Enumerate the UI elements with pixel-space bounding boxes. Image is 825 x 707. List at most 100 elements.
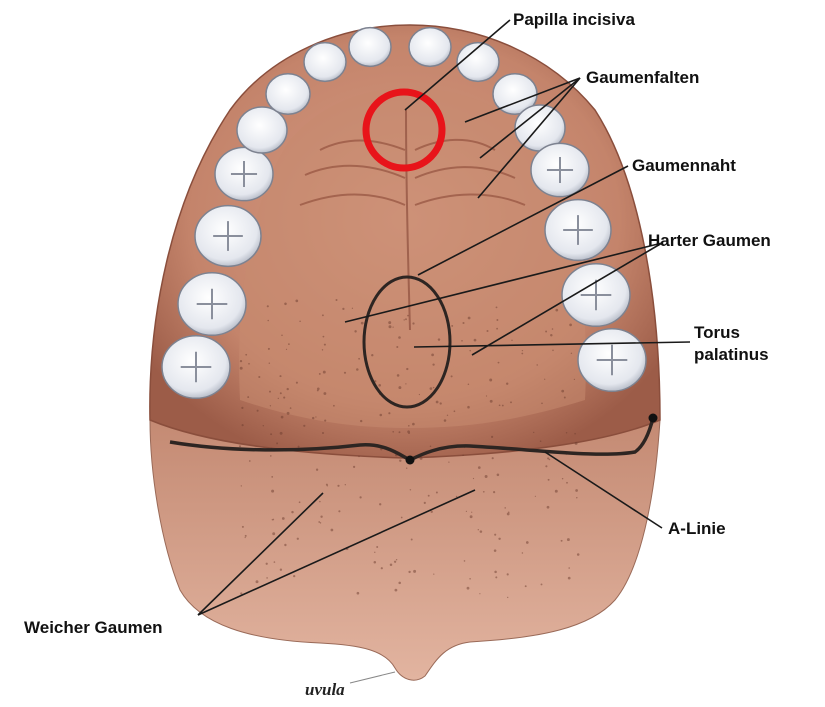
stipple-dot (371, 354, 373, 356)
stipple-dot (575, 442, 578, 445)
stipple-dot (430, 511, 432, 513)
stipple-dot (574, 379, 575, 380)
stipple-dot (269, 362, 270, 363)
stipple-dot (284, 544, 286, 546)
stipple-dot (571, 353, 572, 354)
stipple-dot (405, 383, 406, 384)
stipple-dot (502, 405, 504, 407)
stipple-dot (335, 299, 337, 301)
stipple-dot (284, 303, 287, 306)
stipple-dot (533, 432, 534, 433)
stipple-dot (464, 560, 466, 562)
stipple-dot (424, 502, 426, 504)
stipple-dot (315, 416, 316, 417)
tooth (266, 74, 310, 114)
label-a-linie: A-Linie (668, 518, 726, 539)
stipple-dot (263, 425, 264, 426)
stipple-dot (430, 445, 432, 447)
stipple-dot (399, 459, 401, 461)
label-torus: Torus (694, 322, 740, 343)
tooth (349, 28, 391, 67)
stipple-dot (323, 392, 326, 395)
stipple-dot (398, 336, 401, 339)
stipple-dot (474, 339, 477, 342)
label-gaumennaht: Gaumennaht (632, 155, 736, 176)
stipple-dot (564, 397, 566, 399)
stipple-dot (270, 455, 272, 457)
stipple-dot (319, 373, 321, 375)
stipple-dot (406, 368, 408, 370)
stipple-dot (536, 364, 537, 365)
stipple-dot (467, 587, 470, 590)
stipple-dot (280, 432, 283, 435)
stipple-dot (388, 412, 390, 414)
stipple-dot (378, 384, 381, 387)
stipple-dot (312, 417, 314, 419)
stipple-dot (287, 388, 289, 390)
stipple-dot (521, 353, 523, 355)
stipple-dot (327, 485, 328, 486)
stipple-dot (296, 382, 298, 384)
stipple-dot (324, 344, 326, 346)
stipple-dot (486, 395, 487, 396)
stipple-dot (388, 321, 391, 324)
stipple-dot (548, 479, 550, 481)
label-papilla-incisiva: Papilla incisiva (513, 9, 635, 30)
stipple-dot (496, 328, 498, 330)
stipple-dot (499, 404, 501, 406)
stipple-dot (354, 330, 356, 332)
stipple-dot (489, 379, 492, 382)
stipple-dot (406, 468, 407, 469)
stipple-dot (374, 561, 377, 564)
stipple-dot (353, 466, 355, 468)
stipple-dot (276, 442, 278, 444)
stipple-dot (451, 325, 453, 327)
stipple-dot (282, 517, 285, 520)
stipple-dot (469, 350, 471, 352)
stipple-dot (280, 392, 282, 394)
stipple-dot (239, 445, 241, 447)
stipple-dot (440, 402, 442, 404)
stipple-dot (566, 432, 568, 434)
stipple-dot (547, 506, 550, 509)
stipple-dot (470, 515, 473, 518)
stipple-dot (480, 530, 483, 533)
stipple-dot (525, 585, 527, 587)
stipple-dot (390, 563, 393, 566)
stipple-dot (271, 490, 274, 493)
stipple-dot (359, 496, 361, 498)
stipple-dot (412, 322, 414, 324)
stipple-dot (461, 340, 463, 342)
stipple-dot (478, 466, 481, 469)
stipple-dot (272, 532, 275, 535)
stipple-dot (507, 573, 509, 575)
stipple-dot (403, 319, 404, 320)
stipple-dot (478, 529, 479, 530)
stipple-dot (242, 424, 244, 426)
stipple-dot (266, 577, 268, 579)
stipple-dot (303, 425, 305, 427)
stipple-dot (511, 340, 512, 341)
stipple-dot (396, 346, 398, 348)
stipple-dot (323, 336, 325, 338)
stipple-dot (242, 526, 244, 528)
stipple-dot (357, 592, 360, 595)
stipple-dot (473, 478, 474, 479)
stipple-dot (408, 425, 410, 427)
stipple-dot (322, 432, 324, 434)
stipple-dot (395, 589, 398, 592)
stipple-dot (545, 331, 547, 333)
stipple-dot (462, 322, 464, 324)
stipple-dot (413, 570, 416, 573)
stipple-dot (504, 507, 506, 509)
stipple-dot (433, 387, 434, 388)
stipple-dot (319, 501, 320, 502)
stipple-dot (278, 398, 279, 399)
stipple-dot (561, 540, 563, 542)
stipple-dot (420, 457, 423, 460)
stipple-dot (361, 322, 364, 325)
stipple-dot (496, 306, 498, 308)
stipple-dot (279, 375, 281, 377)
stipple-dot (267, 320, 269, 322)
